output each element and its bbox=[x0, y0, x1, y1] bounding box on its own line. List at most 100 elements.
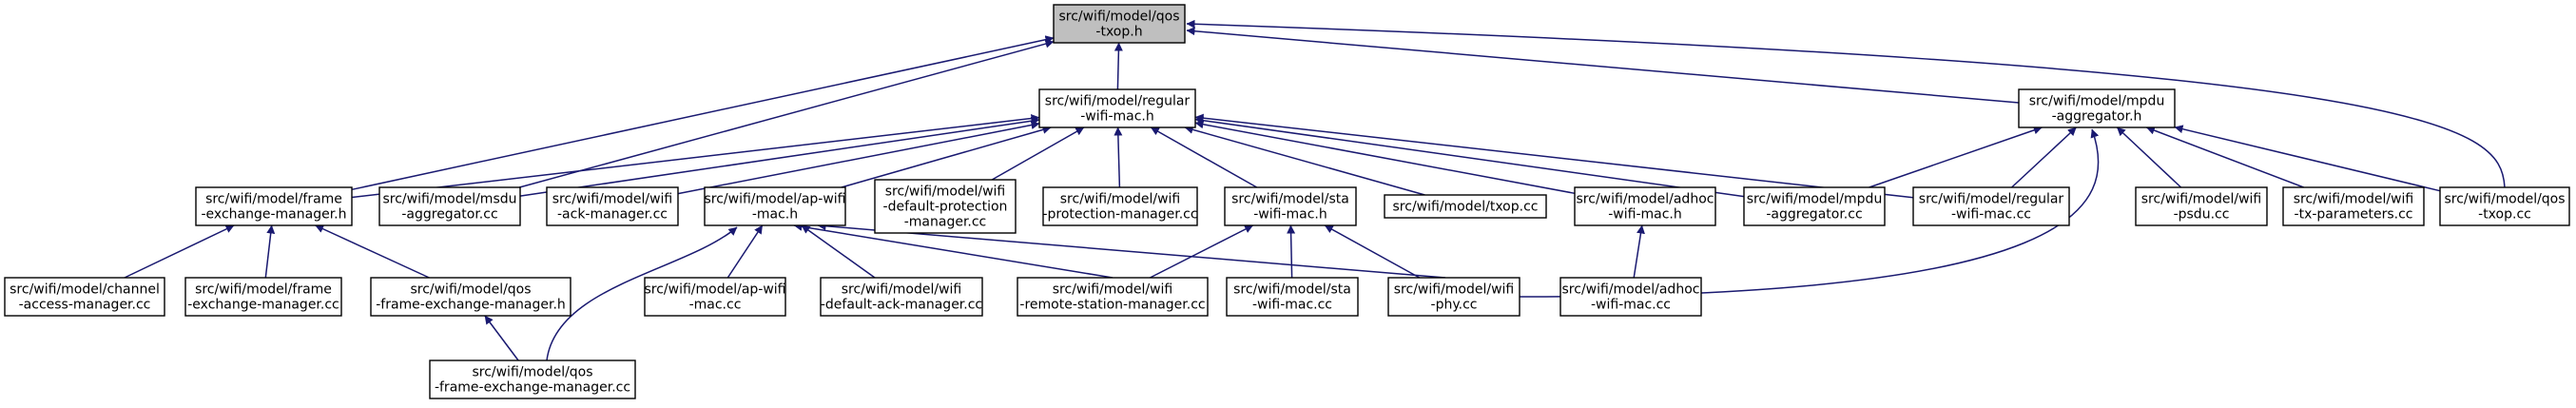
node-label-line: src/wifi/model/wifi bbox=[2141, 192, 2262, 207]
node-label-line: -ack-manager.cc bbox=[557, 207, 668, 223]
file-node[interactable]: src/wifi/model/mpdu-aggregator.cc bbox=[1743, 186, 1886, 226]
node-label-line: src/wifi/model/msdu bbox=[382, 192, 516, 207]
node-box bbox=[1559, 277, 1702, 317]
dependency-edges bbox=[124, 19, 2506, 361]
node-label-line: -wifi-mac.cc bbox=[1252, 298, 1332, 313]
file-node[interactable]: src/wifi/model/ap-wifi-mac.h bbox=[704, 186, 846, 226]
dependency-edge bbox=[726, 224, 764, 279]
node-box bbox=[1387, 277, 1520, 317]
dependency-edge bbox=[1519, 128, 2100, 298]
dependency-edge bbox=[793, 222, 1114, 279]
dependency-edge bbox=[351, 114, 1040, 199]
file-node[interactable]: src/wifi/model/txop.cc bbox=[1384, 194, 1547, 219]
file-node[interactable]: src/wifi/model/channel-access-manager.cc bbox=[4, 277, 165, 317]
node-label-line: -default-protection bbox=[883, 200, 1008, 215]
node-box bbox=[704, 186, 846, 226]
file-node[interactable]: src/wifi/model/qos-txop.cc bbox=[2439, 186, 2570, 226]
node-box bbox=[1017, 277, 1209, 317]
node-box bbox=[2282, 186, 2425, 226]
file-node[interactable]: src/wifi/model/sta-wifi-mac.cc bbox=[1226, 277, 1359, 317]
dependency-edge bbox=[315, 224, 430, 279]
file-node[interactable]: src/wifi/model/wifi-protection-manager.c… bbox=[1042, 186, 1198, 226]
file-node[interactable]: src/wifi/model/wifi-default-ack-manager.… bbox=[820, 277, 983, 317]
node-label-line: -frame-exchange-manager.cc bbox=[435, 380, 630, 396]
node-box bbox=[1912, 186, 2070, 226]
node-label-line: src/wifi/model/adhoc bbox=[1562, 282, 1700, 298]
file-node[interactable]: src/wifi/model/wifi-tx-parameters.cc bbox=[2282, 186, 2425, 226]
dependency-edge bbox=[519, 39, 1055, 188]
dependency-edge bbox=[1186, 19, 2506, 188]
node-label-line: src/wifi/model/wifi bbox=[1053, 282, 1173, 298]
file-node[interactable]: src/wifi/model/wifi-remote-station-manag… bbox=[1017, 277, 1209, 317]
file-node[interactable]: src/wifi/model/qos-frame-exchange-manage… bbox=[429, 359, 636, 399]
node-label-line: -phy.cc bbox=[1431, 298, 1478, 313]
dependency-edge bbox=[841, 126, 1052, 188]
file-node[interactable]: src/wifi/model/wifi-psdu.cc bbox=[2135, 186, 2268, 226]
node-label-line: -aggregator.h bbox=[2052, 109, 2142, 125]
node-label-line: src/wifi/model/qos bbox=[1058, 10, 1179, 25]
dependency-edge bbox=[817, 222, 1446, 279]
file-node[interactable]: src/wifi/model/adhoc-wifi-mac.cc bbox=[1559, 277, 1702, 317]
node-box bbox=[644, 277, 786, 317]
file-node[interactable]: src/wifi/model/sta-wifi-mac.h bbox=[1224, 186, 1357, 226]
dependency-edge bbox=[677, 121, 1040, 195]
file-node[interactable]: src/wifi/model/mpdu-aggregator.h bbox=[2018, 88, 2176, 128]
dependency-edge bbox=[519, 116, 1040, 197]
node-label-line: src/wifi/model/adhoc bbox=[1577, 192, 1714, 207]
file-node[interactable]: src/wifi/model/regular-wifi-mac.h bbox=[1038, 88, 1196, 128]
dependency-edge bbox=[1633, 224, 1645, 279]
dependency-edge bbox=[801, 224, 876, 279]
node-label-line: -txop.h bbox=[1095, 25, 1142, 40]
dependency-edge bbox=[264, 224, 276, 279]
node-box bbox=[2439, 186, 2570, 226]
node-label-line: src/wifi/model/sta bbox=[1233, 282, 1351, 298]
node-box bbox=[184, 277, 342, 317]
node-label-line: src/wifi/model/wifi bbox=[885, 185, 1006, 200]
file-node[interactable]: src/wifi/model/wifi-default-protection-m… bbox=[874, 179, 1017, 234]
dependency-edge bbox=[546, 226, 738, 361]
dependency-edge bbox=[1150, 224, 1254, 279]
dependency-edge bbox=[1869, 126, 2043, 188]
dependency-edge bbox=[1114, 126, 1123, 188]
file-node[interactable]: src/wifi/model/frame-exchange-manager.h bbox=[195, 186, 353, 226]
node-box bbox=[1053, 4, 1186, 44]
node-box bbox=[2135, 186, 2268, 226]
node-label-line: -exchange-manager.h bbox=[202, 207, 347, 223]
dependency-edge bbox=[351, 35, 1055, 191]
node-label-line: src/wifi/model/wifi bbox=[552, 192, 673, 207]
node-label-line: src/wifi/model/mpdu bbox=[1747, 192, 1883, 207]
node-label-line: -wifi-mac.h bbox=[1080, 109, 1154, 125]
node-box bbox=[1224, 186, 1357, 226]
node-label-line: -aggregator.cc bbox=[1766, 207, 1862, 223]
dependency-edge bbox=[1324, 224, 1421, 279]
file-node[interactable]: src/wifi/model/msdu-aggregator.cc bbox=[378, 186, 521, 226]
node-box bbox=[546, 186, 679, 226]
dependency-edge bbox=[2174, 125, 2441, 192]
file-node[interactable]: src/wifi/model/regular-wifi-mac.cc bbox=[1912, 186, 2070, 226]
node-label-line: -wifi-mac.h bbox=[1253, 207, 1327, 223]
node-label-line: -access-manager.cc bbox=[19, 298, 151, 313]
node-label-line: -manager.cc bbox=[904, 215, 987, 230]
file-node[interactable]: src/wifi/model/adhoc-wifi-mac.h bbox=[1574, 186, 1716, 226]
file-node[interactable]: src/wifi/model/frame-exchange-manager.cc bbox=[184, 277, 342, 317]
node-label-line: src/wifi/model/qos bbox=[472, 365, 592, 380]
file-node[interactable]: src/wifi/model/qos-frame-exchange-manage… bbox=[370, 277, 571, 317]
file-node[interactable]: src/wifi/model/wifi-ack-manager.cc bbox=[546, 186, 679, 226]
node-label-line: src/wifi/model/wifi bbox=[2294, 192, 2414, 207]
dependency-edge bbox=[1150, 126, 1258, 188]
file-node[interactable]: src/wifi/model/ap-wifi-mac.cc bbox=[644, 277, 786, 317]
node-label-line: src/wifi/model/channel bbox=[10, 282, 160, 298]
node-box bbox=[1042, 186, 1198, 226]
node-box bbox=[1038, 88, 1196, 128]
dependency-edge bbox=[484, 315, 519, 361]
node-label-line: src/wifi/model/ap-wifi bbox=[644, 282, 785, 298]
dependency-edge bbox=[2145, 126, 2304, 188]
node-label-line: src/wifi/model/wifi bbox=[1060, 192, 1181, 207]
node-label-line: -default-ack-manager.cc bbox=[821, 298, 982, 313]
node-box bbox=[1574, 186, 1716, 226]
root-file-node[interactable]: src/wifi/model/qos-txop.h bbox=[1053, 4, 1186, 44]
node-label-line: -tx-parameters.cc bbox=[2295, 207, 2413, 223]
dependency-edge bbox=[2011, 126, 2077, 188]
node-label-line: -protection-manager.cc bbox=[1042, 207, 1197, 223]
file-node[interactable]: src/wifi/model/wifi-phy.cc bbox=[1387, 277, 1520, 317]
